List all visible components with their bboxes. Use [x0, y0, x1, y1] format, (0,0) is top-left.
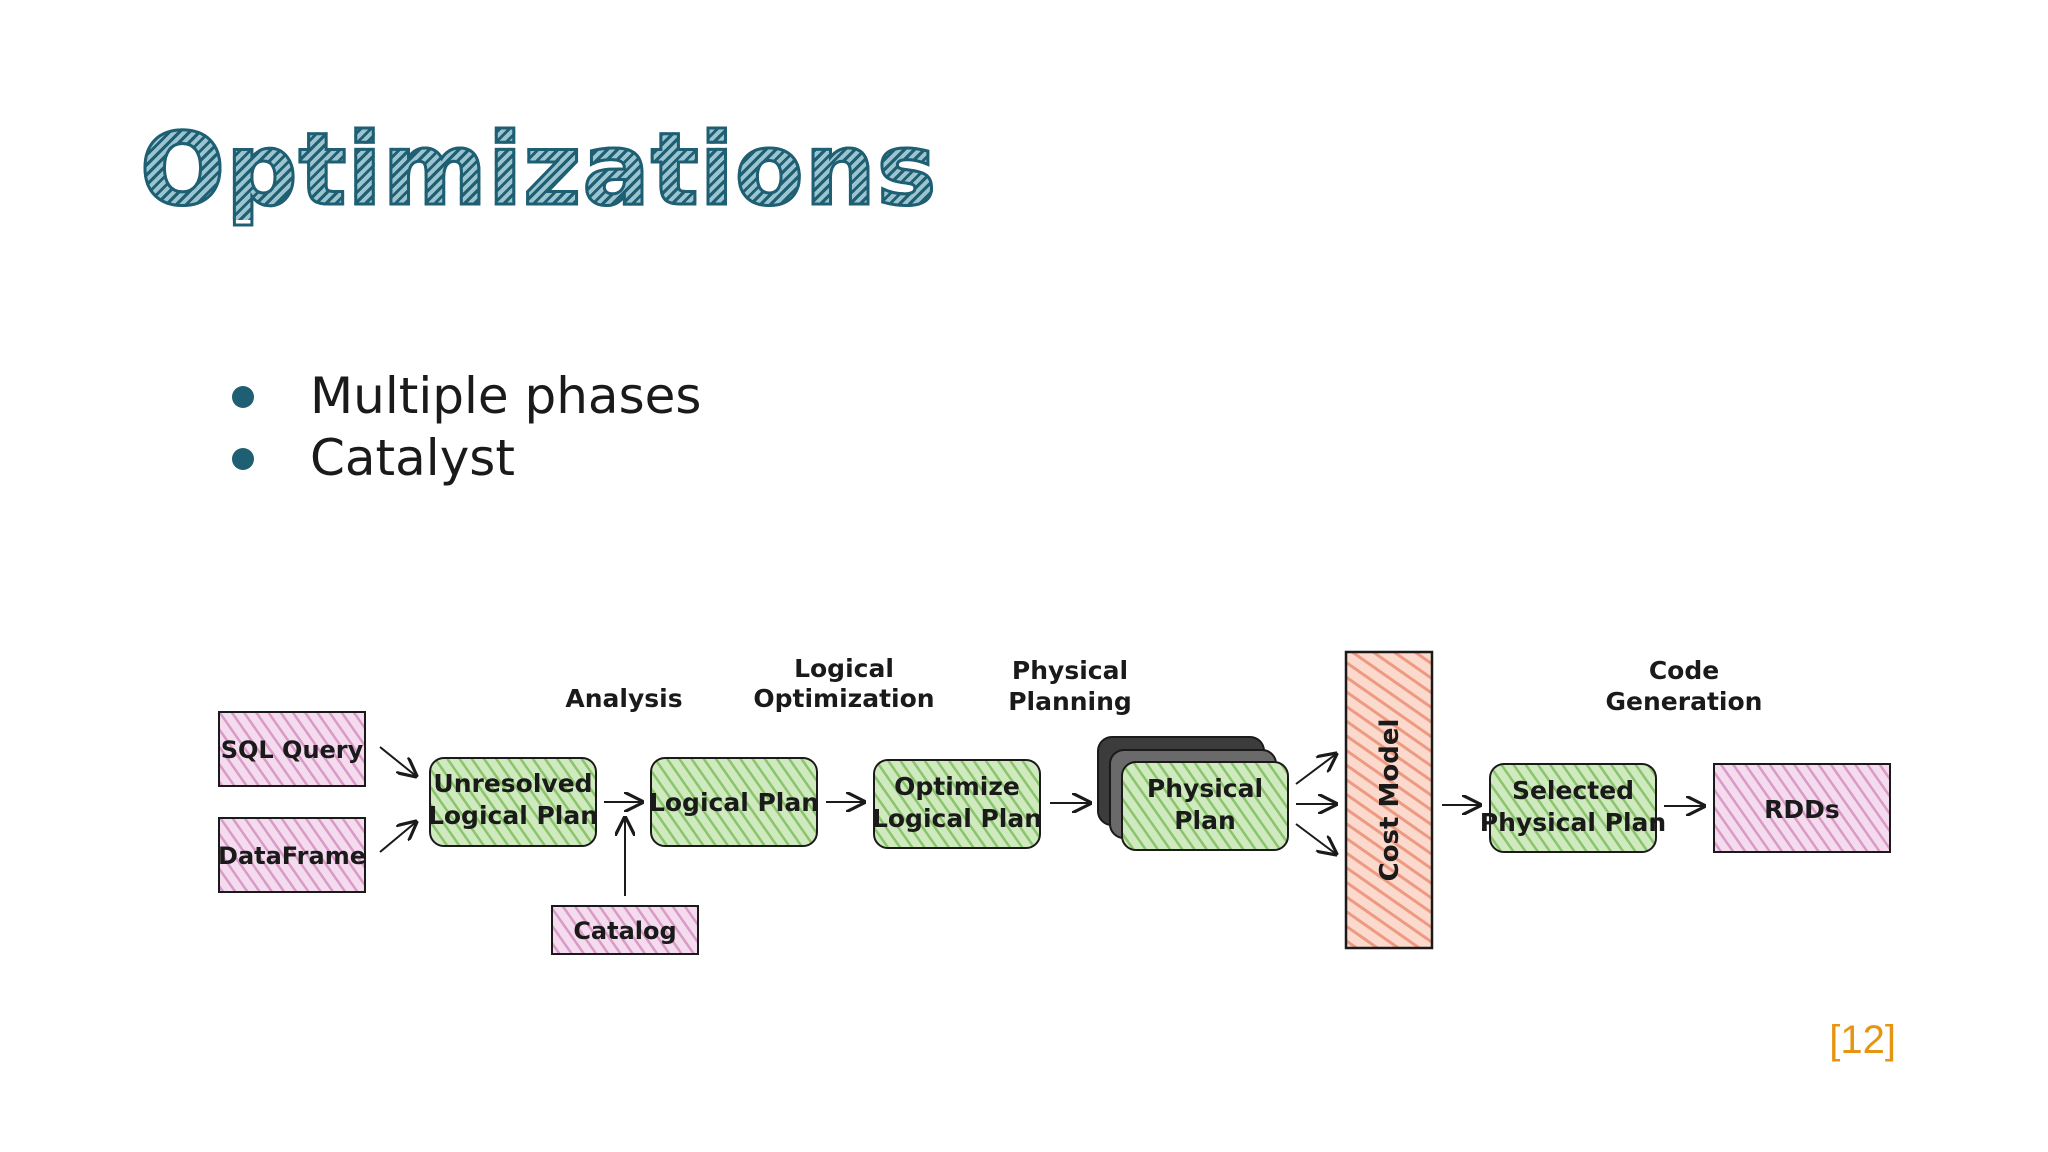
phase-logical-opt-line2: Optimization [753, 684, 934, 713]
arrow-sql-to-unresolved [379, 746, 416, 776]
selected-line2: Physical Plan [1480, 808, 1666, 837]
selected-line1: Selected [1512, 776, 1634, 805]
flow-arrows [379, 746, 1704, 896]
catalog-box: Catalog [551, 905, 699, 955]
unresolved-logical-plan-node: Unresolved Logical Plan [428, 757, 598, 847]
catalog-label: Catalog [573, 917, 676, 945]
physical-line1: Physical [1147, 774, 1263, 803]
dataframe-box: DataFrame [218, 817, 366, 893]
optimized-logical-plan-node: Optimize Logical Plan [872, 759, 1042, 849]
arrow-dataframe-to-unresolved [379, 822, 416, 853]
bullet-item: Multiple phases [230, 365, 701, 427]
phase-code-gen-line2: Generation [1606, 687, 1763, 716]
sql-query-label: SQL Query [221, 736, 364, 764]
dataframe-label: DataFrame [218, 842, 366, 870]
optimized-line2: Logical Plan [872, 804, 1042, 833]
reference-number: [12] [1829, 1018, 1896, 1062]
logical-plan-label: Logical Plan [649, 788, 819, 817]
phase-logical-opt-line1: Logical [794, 654, 894, 683]
bullet-dot-icon [232, 386, 254, 408]
arrow-to-cost-bottom [1295, 823, 1336, 854]
logical-plan-node: Logical Plan [649, 757, 819, 847]
bullet-dot-icon [232, 448, 254, 470]
selected-physical-plan-node: Selected Physical Plan [1480, 763, 1666, 853]
cost-model-label: Cost Model [1375, 719, 1405, 882]
phase-analysis: Analysis [565, 684, 682, 713]
optimized-line1: Optimize [894, 772, 1020, 801]
physical-plans-stack: Physical Plan [1097, 736, 1289, 851]
unresolved-line1: Unresolved [433, 769, 592, 798]
physical-line2: Plan [1174, 806, 1236, 835]
bullet-text: Catalyst [310, 429, 515, 487]
bullet-item: Catalyst [230, 427, 701, 489]
bullet-list: Multiple phases Catalyst [230, 365, 701, 489]
phase-physical-planning-line1: Physical [1012, 656, 1128, 685]
phase-code-gen-line1: Code [1649, 656, 1719, 685]
sql-query-box: SQL Query [218, 711, 366, 787]
rdds-label: RDDs [1764, 795, 1840, 824]
cost-model-node: Cost Model [1344, 650, 1434, 950]
slide-title: Optimizations [138, 111, 938, 228]
phase-physical-planning-line2: Planning [1008, 687, 1132, 716]
rdds-node: RDDs [1713, 763, 1891, 853]
arrow-to-cost-top [1295, 754, 1336, 785]
unresolved-line2: Logical Plan [428, 801, 598, 830]
bullet-text: Multiple phases [310, 367, 702, 425]
